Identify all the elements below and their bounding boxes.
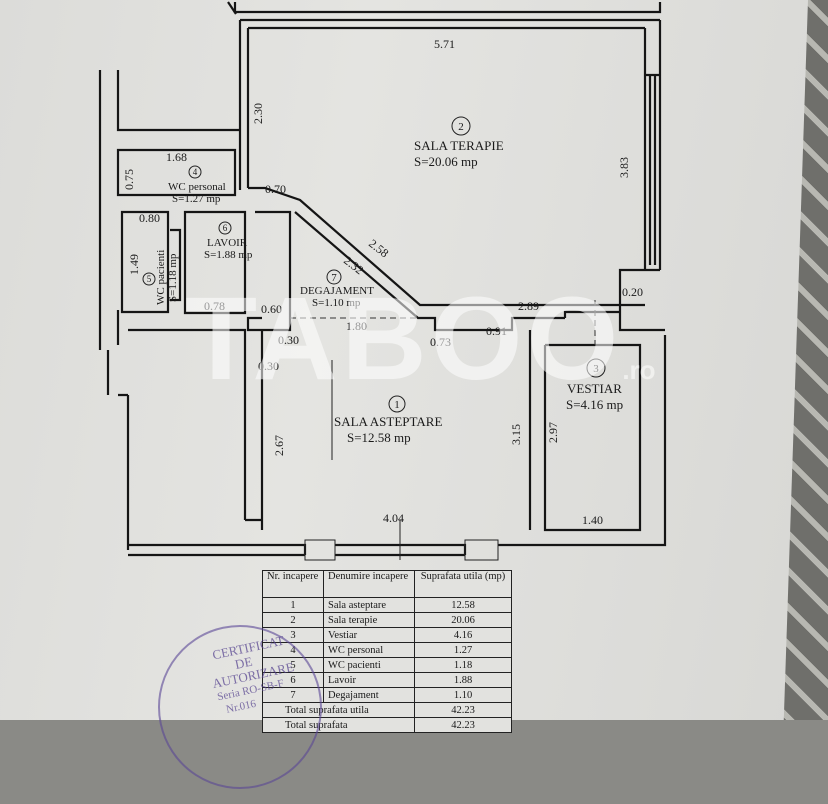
dim-terapie-top: 5.71: [434, 37, 455, 51]
dim-vestiar-bottom: 1.40: [582, 513, 603, 527]
header-suprafata: Suprafata utila (mp): [414, 570, 512, 598]
dim-terapie-right: 3.83: [617, 157, 631, 178]
cell-suprafata: 1.18: [414, 657, 512, 673]
walls: [98, 1, 667, 561]
total-value: 42.23: [414, 702, 512, 718]
room-sala-terapie: 2 SALA TERAPIE S=20.06 mp: [414, 116, 504, 169]
cell-suprafata: 12.58: [414, 597, 512, 613]
cell-suprafata: 1.10: [414, 687, 512, 703]
room-area: S=20.06 mp: [414, 154, 478, 169]
room-area: S=4.16 mp: [566, 397, 623, 412]
cell-nr: 1: [262, 597, 324, 613]
dim-wc-pacienti-height: 1.49: [127, 254, 141, 275]
dim-deg-bottom: 1.80: [346, 319, 367, 333]
room-lavoir: 6 LAVOIR S=1.88 mp: [204, 221, 253, 261]
dim-asteptare-right: 3.15: [509, 424, 523, 445]
cell-denumire: Lavoir: [323, 672, 415, 688]
dim-terapie-diag-start: 0.70: [265, 182, 286, 196]
dim-wc-personal-height: 0.75: [122, 169, 136, 190]
room-area: S=1.10 mp: [312, 297, 361, 309]
area-table: Nr. incapere Denumire incapere Suprafata…: [262, 570, 512, 733]
dim-wc-personal-width: 1.68: [166, 150, 187, 164]
dim-terapie-bottom: 2.89: [518, 299, 539, 313]
room-number: 6: [223, 223, 228, 233]
room-name: WC personal: [168, 181, 226, 193]
dim-asteptare-left: 2.67: [272, 435, 286, 456]
header-denumire: Denumire incapere: [323, 570, 415, 598]
watermark-suffix: .ro: [622, 355, 656, 385]
cell-denumire: Degajament: [323, 687, 415, 703]
dim-lavoir-step: 0.60: [261, 302, 282, 316]
dim-wc-pacienti-width: 0.80: [139, 211, 160, 225]
cell-denumire: WC personal: [323, 642, 415, 658]
room-number: 1: [394, 399, 400, 411]
room-name: SALA ASTEPTARE: [334, 414, 442, 429]
room-name: LAVOIR: [207, 237, 248, 249]
room-area: S=1.88 mp: [204, 249, 253, 261]
room-number: 4: [193, 167, 198, 177]
cell-denumire: Vestiar: [323, 627, 415, 643]
room-name: DEGAJAMENT: [300, 285, 374, 297]
watermark-brand: TABOO: [185, 273, 623, 405]
room-sala-asteptare: 1 SALA ASTEPTARE S=12.58 mp: [334, 395, 442, 445]
room-area: S=1.18 mp: [167, 253, 179, 302]
room-number: 7: [331, 272, 337, 284]
cell-suprafata: 1.88: [414, 672, 512, 688]
cell-denumire: Sala terapie: [323, 612, 415, 628]
dim-step-a: 0.73: [430, 335, 451, 349]
dim-terapie-left: 2.30: [251, 103, 265, 124]
room-name: WC pacienti: [155, 250, 167, 305]
room-number: 2: [458, 121, 464, 133]
dim-step-b: 0.91: [486, 324, 507, 338]
room-wc-pacienti: 5 WC pacienti S=1.18 mp: [142, 250, 179, 305]
room-number: 5: [147, 274, 152, 284]
floor-plan: 5.71 2.30 3.83 0.70 2.58 2.32 2.89 0.20 …: [98, 1, 667, 561]
room-wc-personal: 4 WC personal S=1.27 mp: [168, 165, 226, 205]
room-number: 3: [593, 363, 599, 375]
room-area: S=12.58 mp: [347, 430, 411, 445]
cell-suprafata: 20.06: [414, 612, 512, 628]
cell-suprafata: 1.27: [414, 642, 512, 658]
room-name: SALA TERAPIE: [414, 138, 504, 153]
cell-denumire: Sala asteptare: [323, 597, 415, 613]
cell-suprafata: 4.16: [414, 627, 512, 643]
room-degajament: 7 DEGAJAMENT S=1.10 mp: [300, 269, 374, 309]
room-area: S=1.27 mp: [172, 193, 221, 205]
cell-nr: 2: [262, 612, 324, 628]
dim-diag-outer: 2.58: [366, 236, 391, 260]
dim-right-gap: 0.20: [622, 285, 643, 299]
room-name: VESTIAR: [567, 381, 622, 396]
header-nr: Nr. incapere: [262, 570, 324, 598]
dim-asteptare-bottom: 4.04: [383, 511, 404, 525]
watermark-logo: TABOO.ro: [185, 280, 656, 398]
dim-wall-b: 0.30: [258, 359, 279, 373]
room-vestiar: 3 VESTIAR S=4.16 mp: [566, 358, 623, 412]
dim-wall-a: 0.30: [278, 333, 299, 347]
dim-vestiar-left: 2.97: [546, 422, 560, 443]
cell-denumire: WC pacienti: [323, 657, 415, 673]
dim-lavoir-bottom: 0.78: [204, 299, 225, 313]
